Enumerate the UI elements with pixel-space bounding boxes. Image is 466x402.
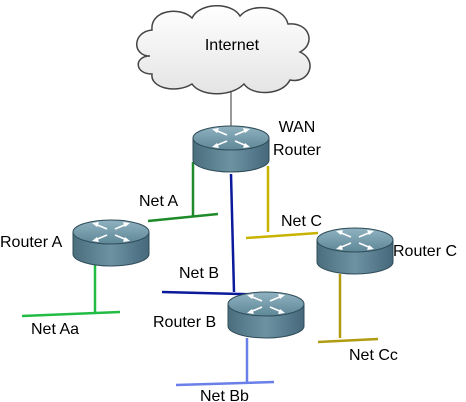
net-bb-label: Net Bb xyxy=(200,388,249,402)
wan-router-label-line1: WAN xyxy=(279,119,316,136)
net-c-segment xyxy=(245,231,319,240)
router-icon xyxy=(227,291,305,339)
router-c-label: Router C xyxy=(393,243,457,260)
internet-label: Internet xyxy=(205,37,260,54)
wan-router xyxy=(192,125,270,173)
net-a-segment xyxy=(147,212,219,223)
router-a xyxy=(72,219,150,267)
net-b-label: Net B xyxy=(179,265,219,282)
net-c-label: Net C xyxy=(281,213,322,230)
net-a-label: Net A xyxy=(139,193,178,210)
net-bb-segment xyxy=(175,380,275,387)
net-bb-link xyxy=(175,338,275,387)
net-aa-label: Net Aa xyxy=(31,321,79,338)
router-icon xyxy=(192,125,270,173)
net-a-link xyxy=(147,162,219,223)
net-cc-label: Net Cc xyxy=(349,347,398,364)
net-c-link xyxy=(245,166,319,240)
net-aa-segment xyxy=(21,310,121,318)
wan-router-label-line2: Router xyxy=(273,142,322,159)
router-icon xyxy=(316,227,394,275)
net-cc-segment xyxy=(317,337,379,344)
router-a-label: Router A xyxy=(0,234,63,251)
net-aa-link xyxy=(21,262,121,318)
internet-cloud xyxy=(136,5,311,95)
net-cc-link xyxy=(317,274,379,344)
net-b-link-drop xyxy=(229,173,236,293)
router-icon xyxy=(72,219,150,267)
router-b-label: Router B xyxy=(153,314,216,331)
router-b xyxy=(227,291,305,339)
router-c xyxy=(316,227,394,275)
